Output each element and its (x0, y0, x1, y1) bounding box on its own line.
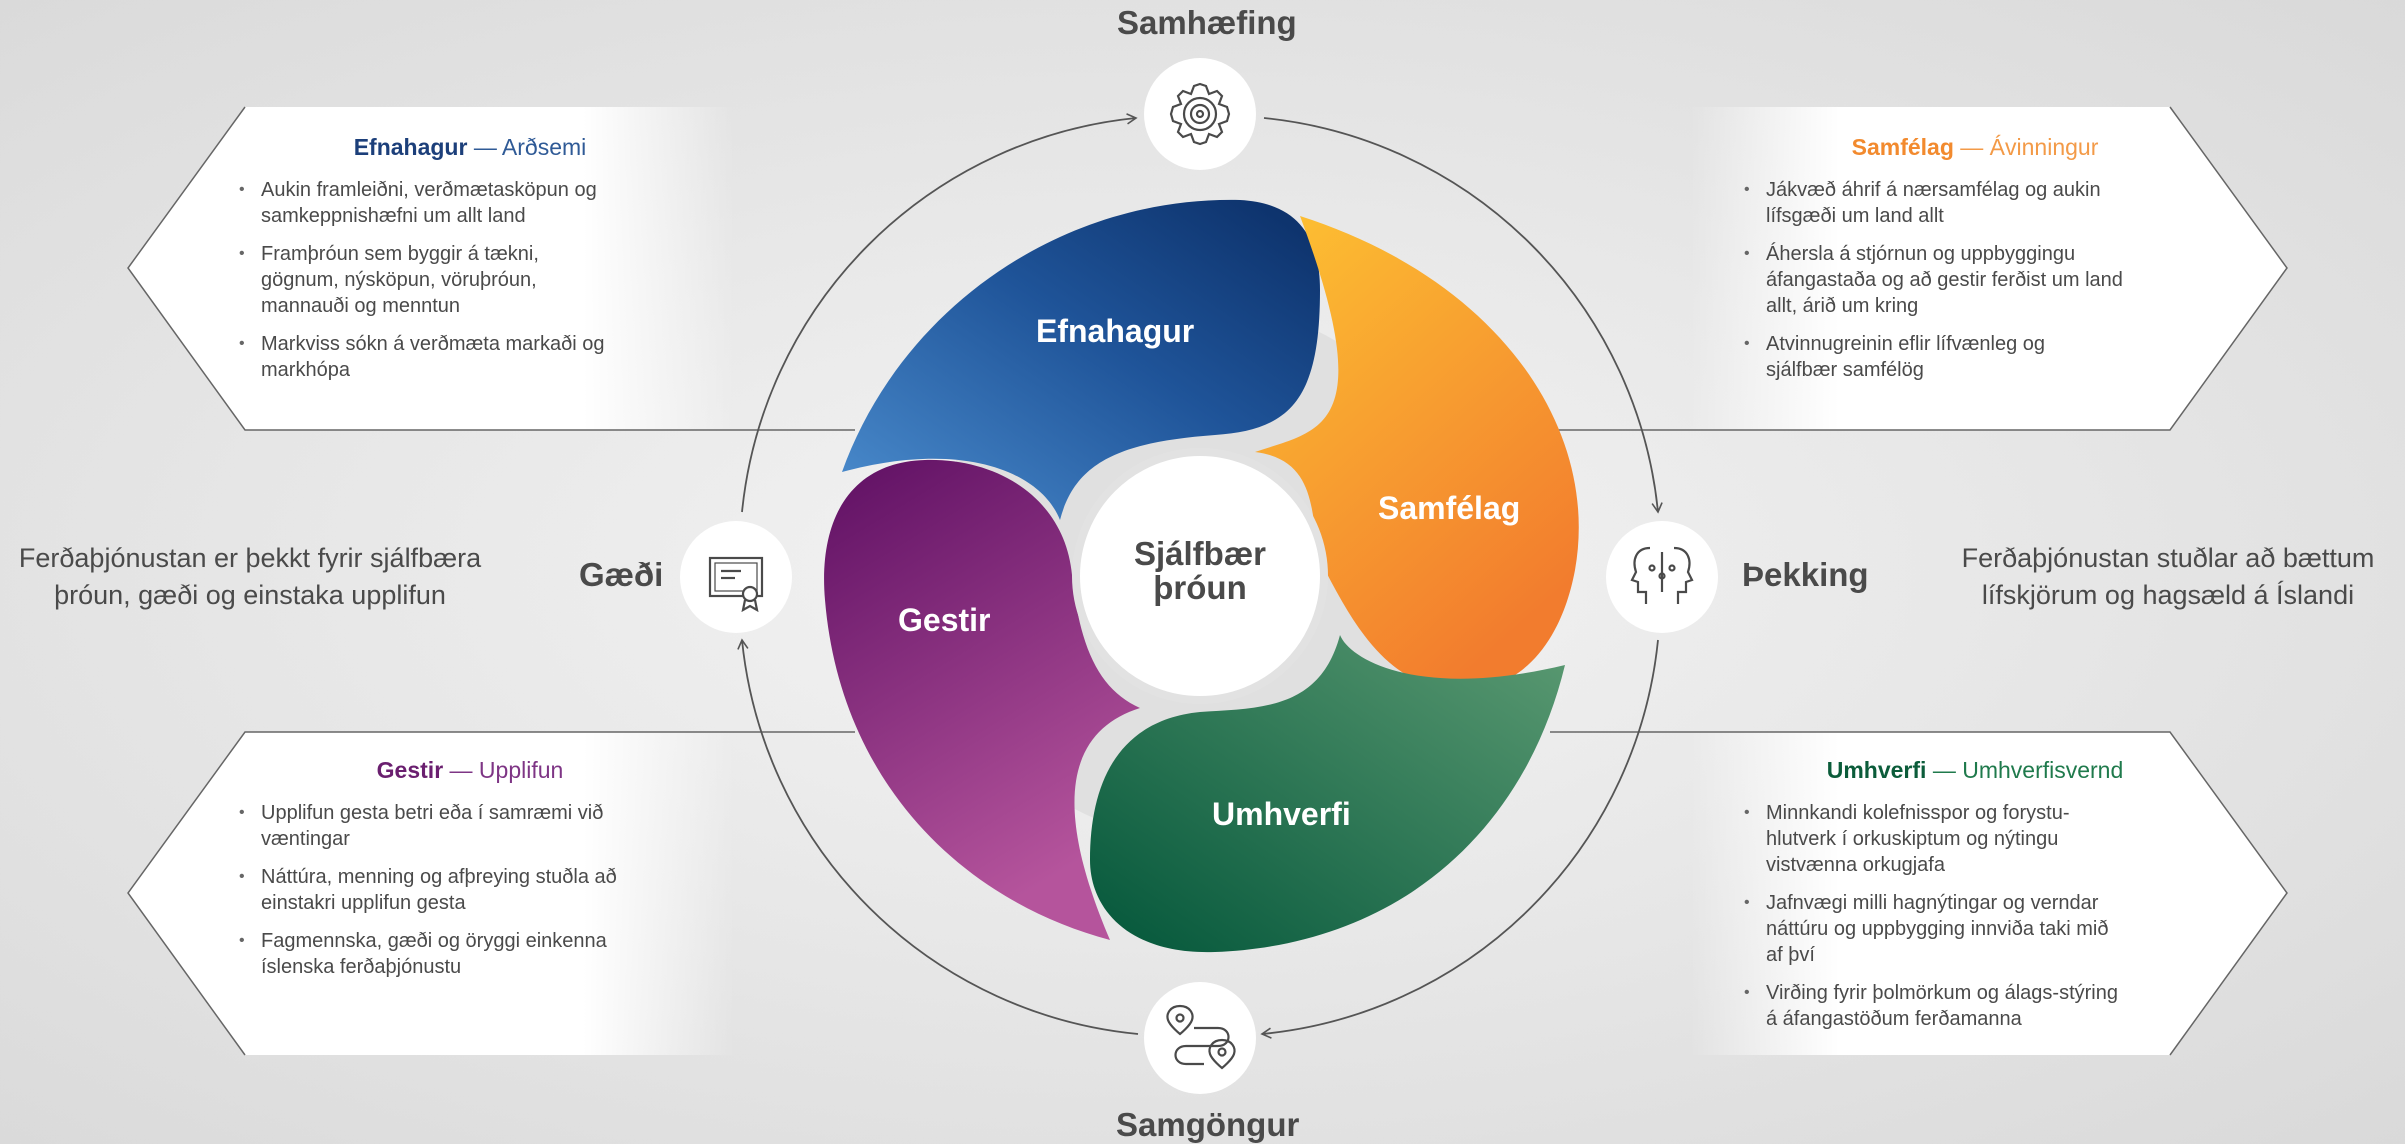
petal-samfelag (1255, 216, 1579, 690)
node-label-bottom: Samgöngur (1116, 1106, 1300, 1143)
petal-label-samfelag: Samfélag (1378, 490, 1521, 526)
petal-efnahagur (842, 199, 1320, 520)
box-title-rest: — Ávinningur (1960, 134, 2099, 160)
bullet-item: Jákvæð áhrif á nærsamfélag og aukin lífs… (1744, 177, 2116, 229)
info-box-efnahagur: Efnahagur — Arðsemi Aukin framleiðni, ve… (235, 134, 705, 395)
center-label: Sjálfbær þróun (1100, 537, 1300, 605)
bullet-item: Upplifun gesta betri eða í samræmi við v… (239, 800, 611, 852)
petal-umhverfi (1090, 635, 1565, 953)
bullet-item: Virðing fyrir þolmörkum og álags-stýring… (1744, 980, 2126, 1032)
bullet-list: Aukin framleiðni, verðmætasköpun og samk… (235, 177, 705, 383)
box-title-bold: Efnahagur (353, 134, 468, 160)
node-label-top: Samhæfing (1117, 4, 1297, 41)
bullet-item: Minnkandi kolefnisspor og forystu-hlutve… (1744, 800, 2096, 878)
box-title-rest: — Umhverfisvernd (1932, 757, 2124, 783)
petal-label-efnahagur: Efnahagur (1036, 313, 1195, 349)
node-circle-bottom (1144, 982, 1256, 1094)
bullet-item: Aukin framleiðni, verðmætasköpun og samk… (239, 177, 601, 229)
gear-icon (1169, 82, 1231, 146)
bullet-list: Jákvæð áhrif á nærsamfélag og aukin lífs… (1740, 177, 2210, 383)
center-label-line1: Sjálfbær (1133, 535, 1267, 572)
box-title-bold: Samfélag (1851, 134, 1954, 160)
info-box-gestir: Gestir — Upplifun Upplifun gesta betri e… (235, 757, 705, 992)
knowledge-heads-icon (1630, 546, 1694, 604)
node-label-left: Gæði (579, 556, 664, 593)
bullet-item: Atvinnugreinin eflir lífvænleg og sjálfb… (1744, 331, 2086, 383)
bullet-item: Áhersla á stjórnun og uppbyggingu áfanga… (1744, 241, 2126, 319)
bullet-list: Minnkandi kolefnisspor og forystu-hlutve… (1740, 800, 2210, 1032)
bullet-item: Framþróun sem byggir á tækni, gögnum, ný… (239, 241, 571, 319)
box-title-gestir: Gestir — Upplifun (235, 757, 705, 784)
side-text-left: Ferðaþjónustan er þekkt fyrir sjálfbæra … (18, 543, 482, 610)
certificate-icon (708, 556, 764, 613)
cycle-arrows (737, 113, 1663, 1039)
route-icon (1166, 1004, 1236, 1070)
node-label-right: Þekking (1742, 556, 1869, 593)
box-title-rest: — Upplifun (449, 757, 564, 783)
node-circle-top (1144, 58, 1256, 170)
bullet-item: Fagmennska, gæði og öryggi einkenna ísle… (239, 928, 641, 980)
petal-label-gestir: Gestir (898, 602, 991, 638)
center-circle (1072, 448, 1328, 704)
box-title-rest: — Arðsemi (473, 134, 587, 160)
box-title-samfelag: Samfélag — Ávinningur (1740, 134, 2210, 161)
petal-gestir (824, 459, 1140, 940)
bullet-list: Upplifun gesta betri eða í samræmi við v… (235, 800, 705, 980)
bullet-item: Náttúra, menning og afþreying stuðla að … (239, 864, 631, 916)
box-title-bold: Umhverfi (1826, 757, 1927, 783)
center-label-line2: þróun (1153, 569, 1247, 606)
node-circle-left (680, 521, 792, 633)
box-title-bold: Gestir (376, 757, 444, 783)
info-box-umhverfi: Umhverfi — Umhverfisvernd Minnkandi kole… (1740, 757, 2210, 1044)
bullet-item: Jafnvægi milli hagnýtingar og verndar ná… (1744, 890, 2116, 968)
petal-label-umhverfi: Umhverfi (1212, 796, 1351, 832)
box-title-efnahagur: Efnahagur — Arðsemi (235, 134, 705, 161)
info-box-samfelag: Samfélag — Ávinningur Jákvæð áhrif á nær… (1740, 134, 2210, 395)
bullet-item: Markviss sókn á verðmæta markaði og mark… (239, 331, 611, 383)
box-title-umhverfi: Umhverfi — Umhverfisvernd (1740, 757, 2210, 784)
side-text-right: Ferðaþjónustan stuðlar að bættum lífskjö… (1961, 543, 2375, 610)
